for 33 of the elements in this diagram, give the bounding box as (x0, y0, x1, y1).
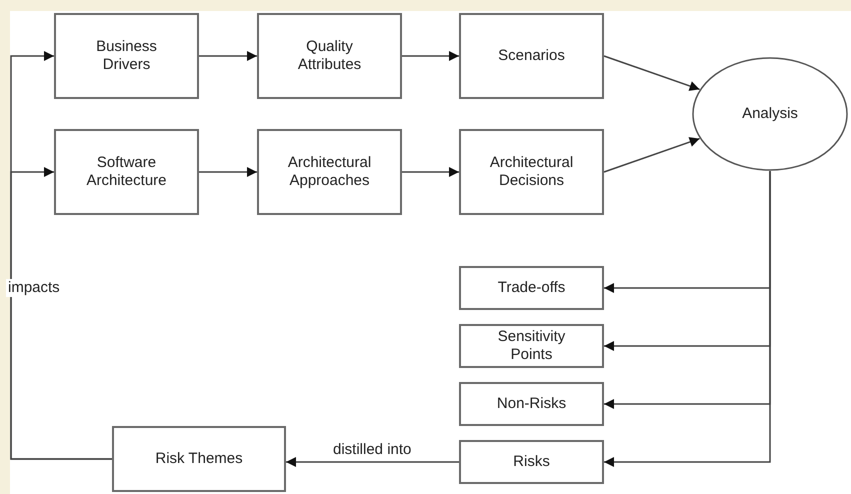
node-label: Business Drivers (95, 38, 158, 74)
node-label: Architectural Approaches (286, 154, 372, 190)
process-box (54, 13, 199, 99)
process-box (459, 13, 604, 99)
node-label: Analysis (742, 105, 798, 123)
node-label: Architectural Decisions (488, 154, 574, 190)
process-box (459, 266, 604, 310)
arrow (10, 167, 112, 460)
node-label: Trade-offs (498, 279, 566, 297)
process-box (257, 129, 402, 215)
process-box (459, 129, 604, 215)
process-box (54, 129, 199, 215)
arrow (604, 171, 771, 467)
edge-label: impacts (6, 279, 62, 297)
process-box (459, 440, 604, 484)
arrow (402, 167, 459, 177)
node-label: Risks (513, 453, 550, 471)
process-box (257, 13, 402, 99)
node-label: Scenarios (498, 47, 565, 65)
arrow (199, 51, 257, 61)
arrow (402, 51, 459, 61)
arrow (604, 55, 700, 91)
node-label: Sensitivity Points (496, 328, 566, 364)
node-label: Software Architecture (85, 154, 168, 190)
node-label: Quality Attributes (296, 38, 362, 74)
process-box (459, 382, 604, 426)
arrow (604, 137, 700, 173)
process-box (459, 324, 604, 368)
node-label: Risk Themes (155, 450, 243, 468)
node-label: Non-Risks (496, 395, 566, 413)
process-box (112, 426, 286, 492)
arrow (286, 457, 459, 467)
arrow (199, 167, 257, 177)
